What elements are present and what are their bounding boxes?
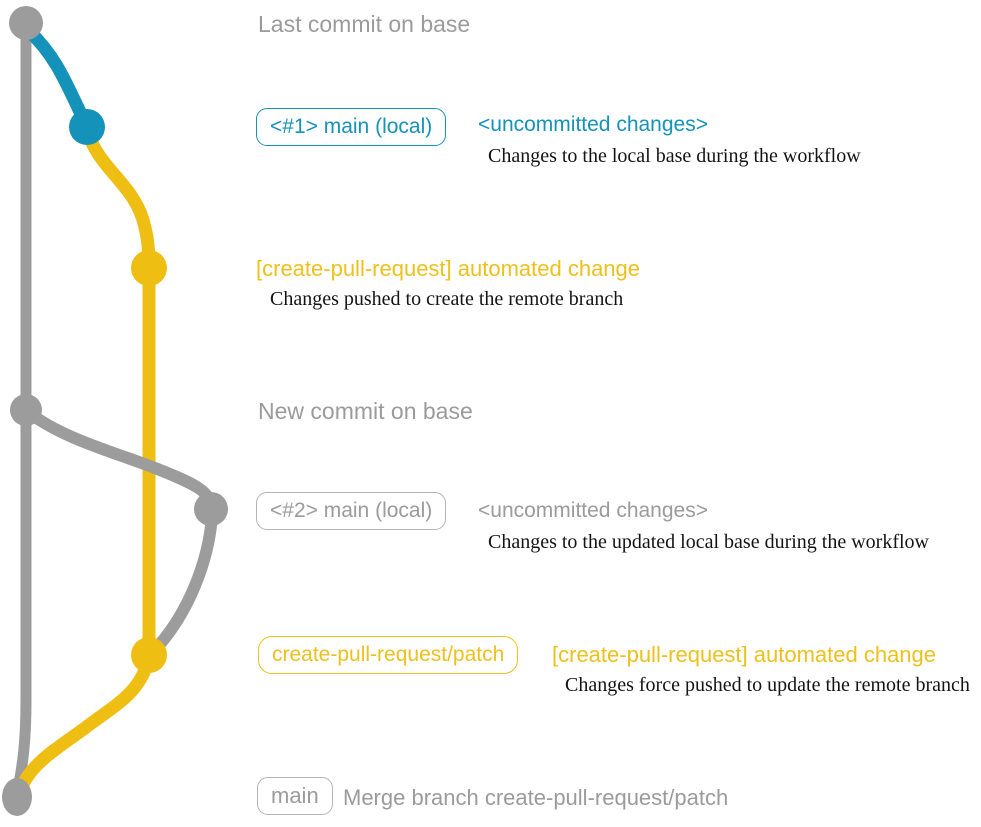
label-new-commit-on-base: New commit on base [258,398,473,424]
commit-node-automated-change-1 [131,250,167,286]
branch-badge-main: main [257,777,333,815]
commit-desc-uncommitted-2: Changes to the updated local base during… [488,531,929,553]
commit-node-last-base [9,6,43,40]
commit-title-uncommitted-2: <uncommitted changes> [478,499,708,522]
commit-node-merge [2,778,32,816]
commit-desc-automated-1: Changes pushed to create the remote bran… [270,288,624,310]
commit-title-automated-2: [create-pull-request] automated change [552,642,937,667]
local-main-2-line [22,406,219,659]
commit-desc-uncommitted-1: Changes to the local base during the wor… [488,145,861,167]
branch-badge-patch: create-pull-request/patch [258,636,519,674]
commit-title-merge: Merge branch create-pull-request/patch [343,785,729,810]
branch-badge-main-local-2: <#2> main (local) [256,492,447,530]
commit-desc-automated-2: Changes force pushed to update the remot… [565,674,970,696]
commit-node-main-local-1 [69,109,105,145]
commit-node-main-local-2 [194,492,228,526]
commit-title-uncommitted-1: <uncommitted changes> [478,113,708,136]
commit-node-new-base [10,394,42,426]
commit-node-automated-change-2 [131,637,167,673]
branch-badge-main-local-1: <#1> main (local) [256,108,447,146]
label-last-commit-on-base: Last commit on base [258,11,471,37]
commit-title-automated-1: [create-pull-request] automated change [256,256,641,281]
